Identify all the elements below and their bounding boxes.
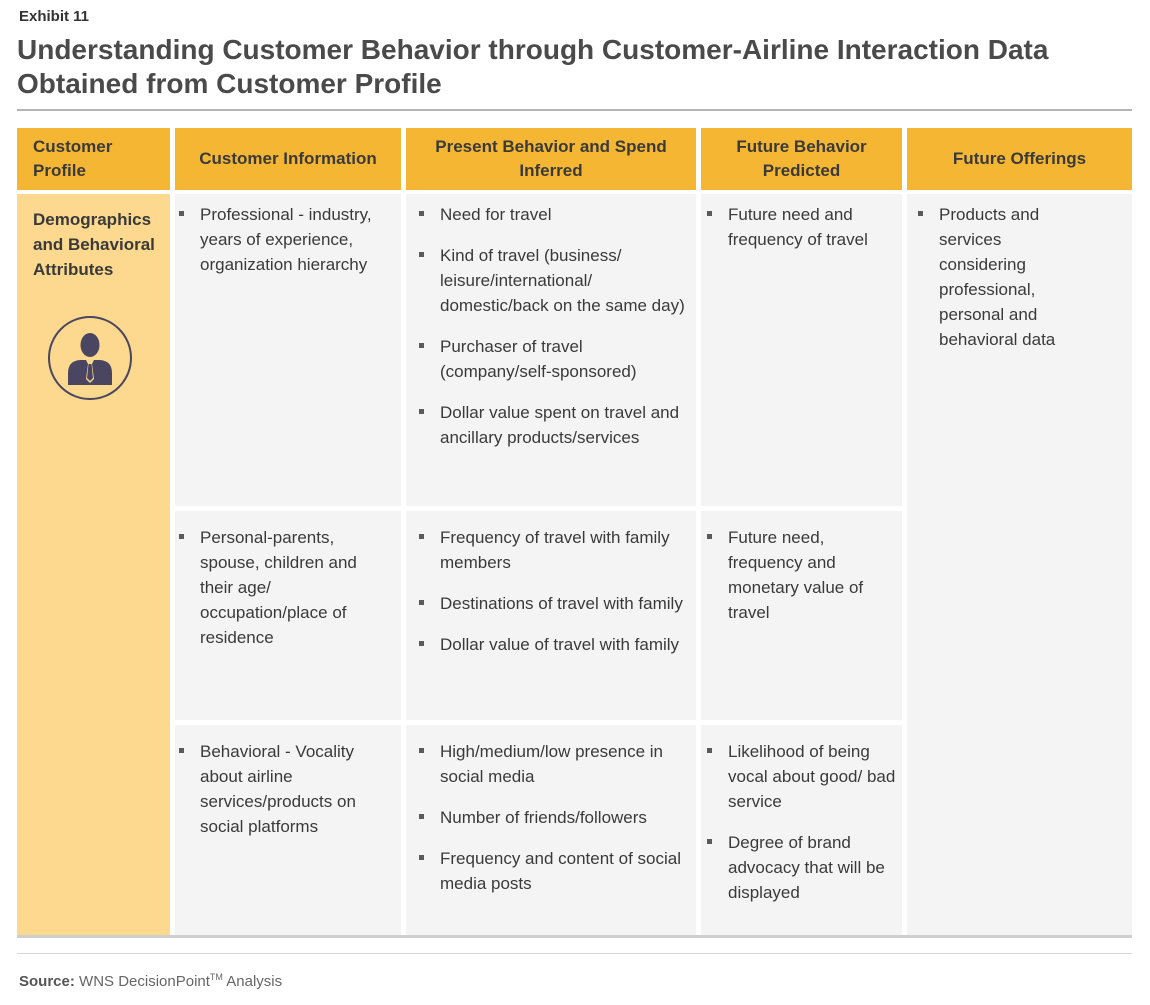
row1-information-list: Professional - industry, years of experi…	[175, 202, 385, 293]
header-customer-information-label: Customer Information	[199, 149, 377, 168]
list-item: Purchaser of travel (company/self-sponso…	[415, 334, 685, 384]
table-bottom-rule	[17, 935, 1132, 938]
list-item: Number of friends/followers	[415, 805, 690, 830]
row2-present-cell	[406, 511, 696, 720]
list-item: Likelihood of being vocal about good/ ba…	[703, 739, 898, 814]
header-customer-information: Customer Information	[175, 128, 401, 190]
list-item: Behavioral - Vocality about airline serv…	[175, 739, 390, 839]
source-text: WNS DecisionPoint	[79, 973, 210, 990]
header-future-offerings: Future Offerings	[907, 128, 1132, 190]
header-future-offerings-label: Future Offerings	[952, 149, 1087, 168]
row3-information-cell	[175, 725, 401, 935]
row3-future-list: Likelihood of being vocal about good/ ba…	[703, 739, 898, 921]
header-customer-profile: Customer Profile	[17, 128, 170, 190]
list-item: Kind of travel (business/ leisure/intern…	[415, 243, 685, 318]
title-divider	[17, 109, 1132, 111]
row1-future-cell	[701, 194, 902, 506]
row2-information-list: Personal-parents, spouse, children and t…	[175, 525, 385, 666]
header-present-behavior: Present Behavior and Spend Inferred	[406, 128, 696, 190]
list-item: Future need and frequency of travel	[703, 202, 893, 252]
header-future-behavior: Future Behavior Predicted	[701, 128, 902, 190]
source-label: Source:	[19, 973, 75, 990]
list-item: Dollar value spent on travel and ancilla…	[415, 400, 685, 450]
source-divider	[17, 953, 1132, 954]
row3-present-list: High/medium/low presence in social media…	[415, 739, 690, 912]
list-item: Products and services considering profes…	[914, 202, 1089, 352]
row2-present-list: Frequency of travel with family members …	[415, 525, 685, 673]
source-note: Source: WNS DecisionPointTM Analysis	[19, 972, 282, 990]
header-future-behavior-label: Future Behavior Predicted	[736, 137, 867, 180]
row3-future-cell	[701, 725, 902, 935]
list-item: High/medium/low presence in social media	[415, 739, 690, 789]
list-item: Need for travel	[415, 202, 685, 227]
row1-present-list: Need for travel Kind of travel (business…	[415, 202, 685, 466]
row3-present-cell	[406, 725, 696, 935]
row1-information-cell	[175, 194, 401, 506]
row2-information-cell	[175, 511, 401, 720]
list-item: Future need, frequency and monetary valu…	[703, 525, 893, 625]
header-present-behavior-label: Present Behavior and Spend Inferred	[435, 137, 667, 180]
row1-present-cell	[406, 194, 696, 506]
exhibit-number: Exhibit 11	[19, 8, 90, 25]
row2-future-cell	[701, 511, 902, 720]
person-icon	[48, 316, 132, 400]
list-item: Personal-parents, spouse, children and t…	[175, 525, 385, 650]
list-item: Destinations of travel with family	[415, 591, 685, 616]
list-item: Frequency of travel with family members	[415, 525, 685, 575]
list-item: Degree of brand advocacy that will be di…	[703, 830, 898, 905]
source-suffix: Analysis	[226, 973, 283, 990]
list-item: Frequency and content of social media po…	[415, 846, 690, 896]
row3-information-list: Behavioral - Vocality about airline serv…	[175, 739, 390, 855]
trademark-mark: TM	[209, 972, 223, 982]
offerings-list: Products and services considering profes…	[914, 202, 1089, 368]
list-item: Dollar value of travel with family	[415, 632, 685, 657]
list-item: Professional - industry, years of experi…	[175, 202, 385, 277]
row2-future-list: Future need, frequency and monetary valu…	[703, 525, 893, 641]
offerings-cell	[907, 194, 1132, 935]
header-customer-profile-label: Customer Profile	[33, 137, 113, 180]
profile-label: Demographics and Behavioral Attributes	[33, 210, 155, 279]
row1-future-list: Future need and frequency of travel	[703, 202, 893, 268]
profile-column	[17, 194, 170, 935]
page-title: Understanding Customer Behavior through …	[17, 34, 1049, 99]
